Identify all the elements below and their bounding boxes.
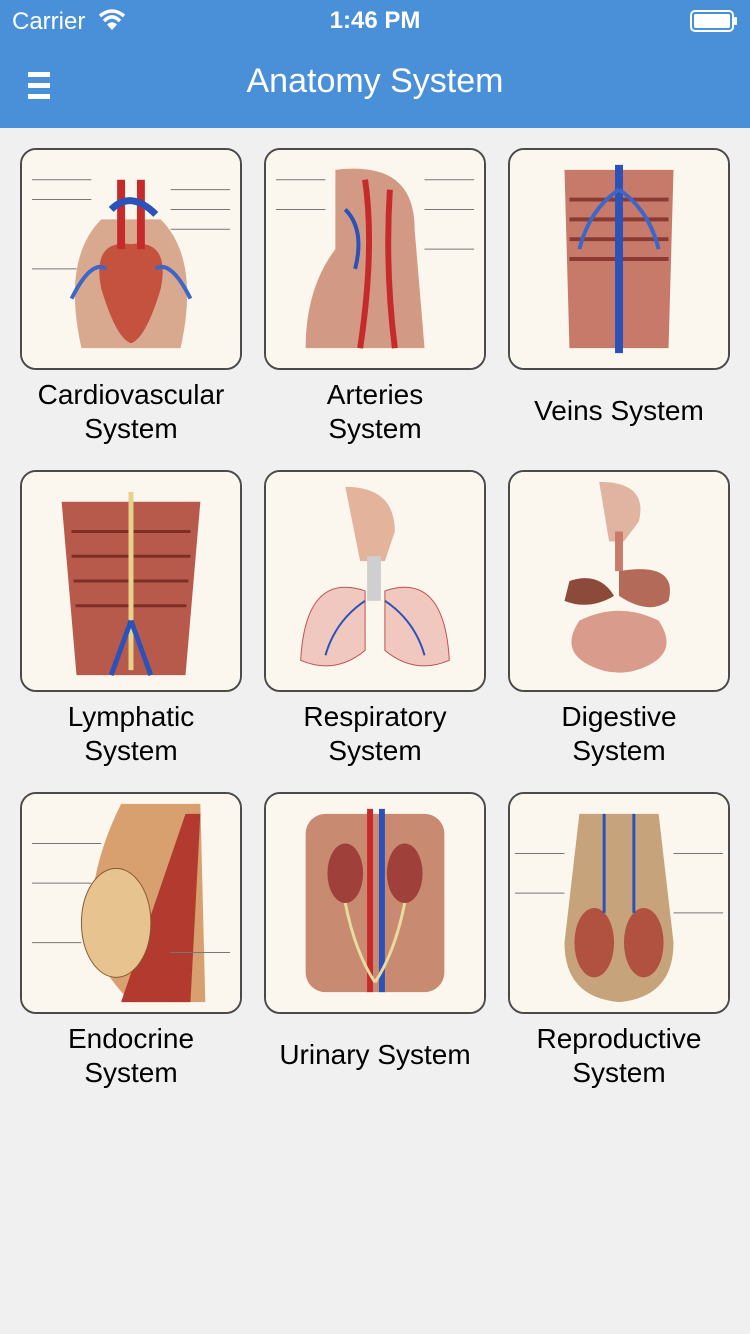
system-card-cardiovascular[interactable]: Cardiovascular System xyxy=(20,128,264,444)
neck-arteries-icon xyxy=(266,150,484,368)
system-label-line2: System xyxy=(328,735,422,766)
system-label-line1: Endocrine xyxy=(67,1023,195,1054)
system-label-line2: System xyxy=(84,1057,178,1088)
system-card-veins[interactable]: Veins System xyxy=(508,128,750,438)
respiratory-thumbnail xyxy=(264,470,486,692)
system-label-line1: Urinary System xyxy=(279,1039,471,1070)
system-label-line1: Digestive xyxy=(561,701,677,732)
digestive-thumbnail xyxy=(508,470,730,692)
system-card-lymphatic[interactable]: Lymphatic System xyxy=(20,450,264,766)
system-card-reproductive[interactable]: Reproductive System xyxy=(508,772,750,1088)
heart-anatomy-icon xyxy=(22,150,240,368)
system-label-line1: Respiratory xyxy=(303,701,447,732)
arteries-thumbnail xyxy=(264,148,486,370)
urinary-thumbnail xyxy=(264,792,486,1014)
torso-veins-icon xyxy=(510,150,728,368)
app-header: Carrier 1:46 PM Anatomy System xyxy=(0,0,750,128)
veins-thumbnail xyxy=(508,148,730,370)
status-bar: Carrier 1:46 PM xyxy=(0,0,750,40)
breast-anatomy-icon xyxy=(22,794,240,1012)
system-label-line1: Arteries xyxy=(326,379,424,410)
system-card-arteries[interactable]: Arteries System xyxy=(264,128,508,444)
page-title: Anatomy System xyxy=(246,62,504,100)
carrier-label: Carrier xyxy=(12,8,86,35)
system-label-line2: System xyxy=(328,413,422,444)
menu-button[interactable] xyxy=(22,66,56,106)
system-label-line2: System xyxy=(84,413,178,444)
battery-icon xyxy=(690,10,737,32)
system-label-line1: Lymphatic xyxy=(67,701,195,732)
lungs-icon xyxy=(266,472,484,690)
wifi-icon xyxy=(98,9,126,30)
endocrine-thumbnail xyxy=(20,792,242,1014)
system-label-line2: System xyxy=(572,735,666,766)
system-label-line1: Reproductive xyxy=(536,1023,702,1054)
system-label-line1: Cardiovascular xyxy=(37,379,225,410)
system-label-line1: Veins System xyxy=(534,395,704,426)
kidneys-icon xyxy=(266,794,484,1012)
reproductive-thumbnail xyxy=(508,792,730,1014)
system-card-respiratory[interactable]: Respiratory System xyxy=(264,450,508,766)
status-time: 1:46 PM xyxy=(329,7,421,34)
system-label-line2: System xyxy=(84,735,178,766)
system-card-digestive[interactable]: Digestive System xyxy=(508,450,750,766)
cardiovascular-thumbnail xyxy=(20,148,242,370)
digestive-tract-icon xyxy=(510,472,728,690)
system-card-urinary[interactable]: Urinary System xyxy=(264,772,508,1082)
system-label-line2: System xyxy=(572,1057,666,1088)
lymphatic-torso-icon xyxy=(22,472,240,690)
system-card-endocrine[interactable]: Endocrine System xyxy=(20,772,264,1088)
reproductive-anatomy-icon xyxy=(510,794,728,1012)
lymphatic-thumbnail xyxy=(20,470,242,692)
